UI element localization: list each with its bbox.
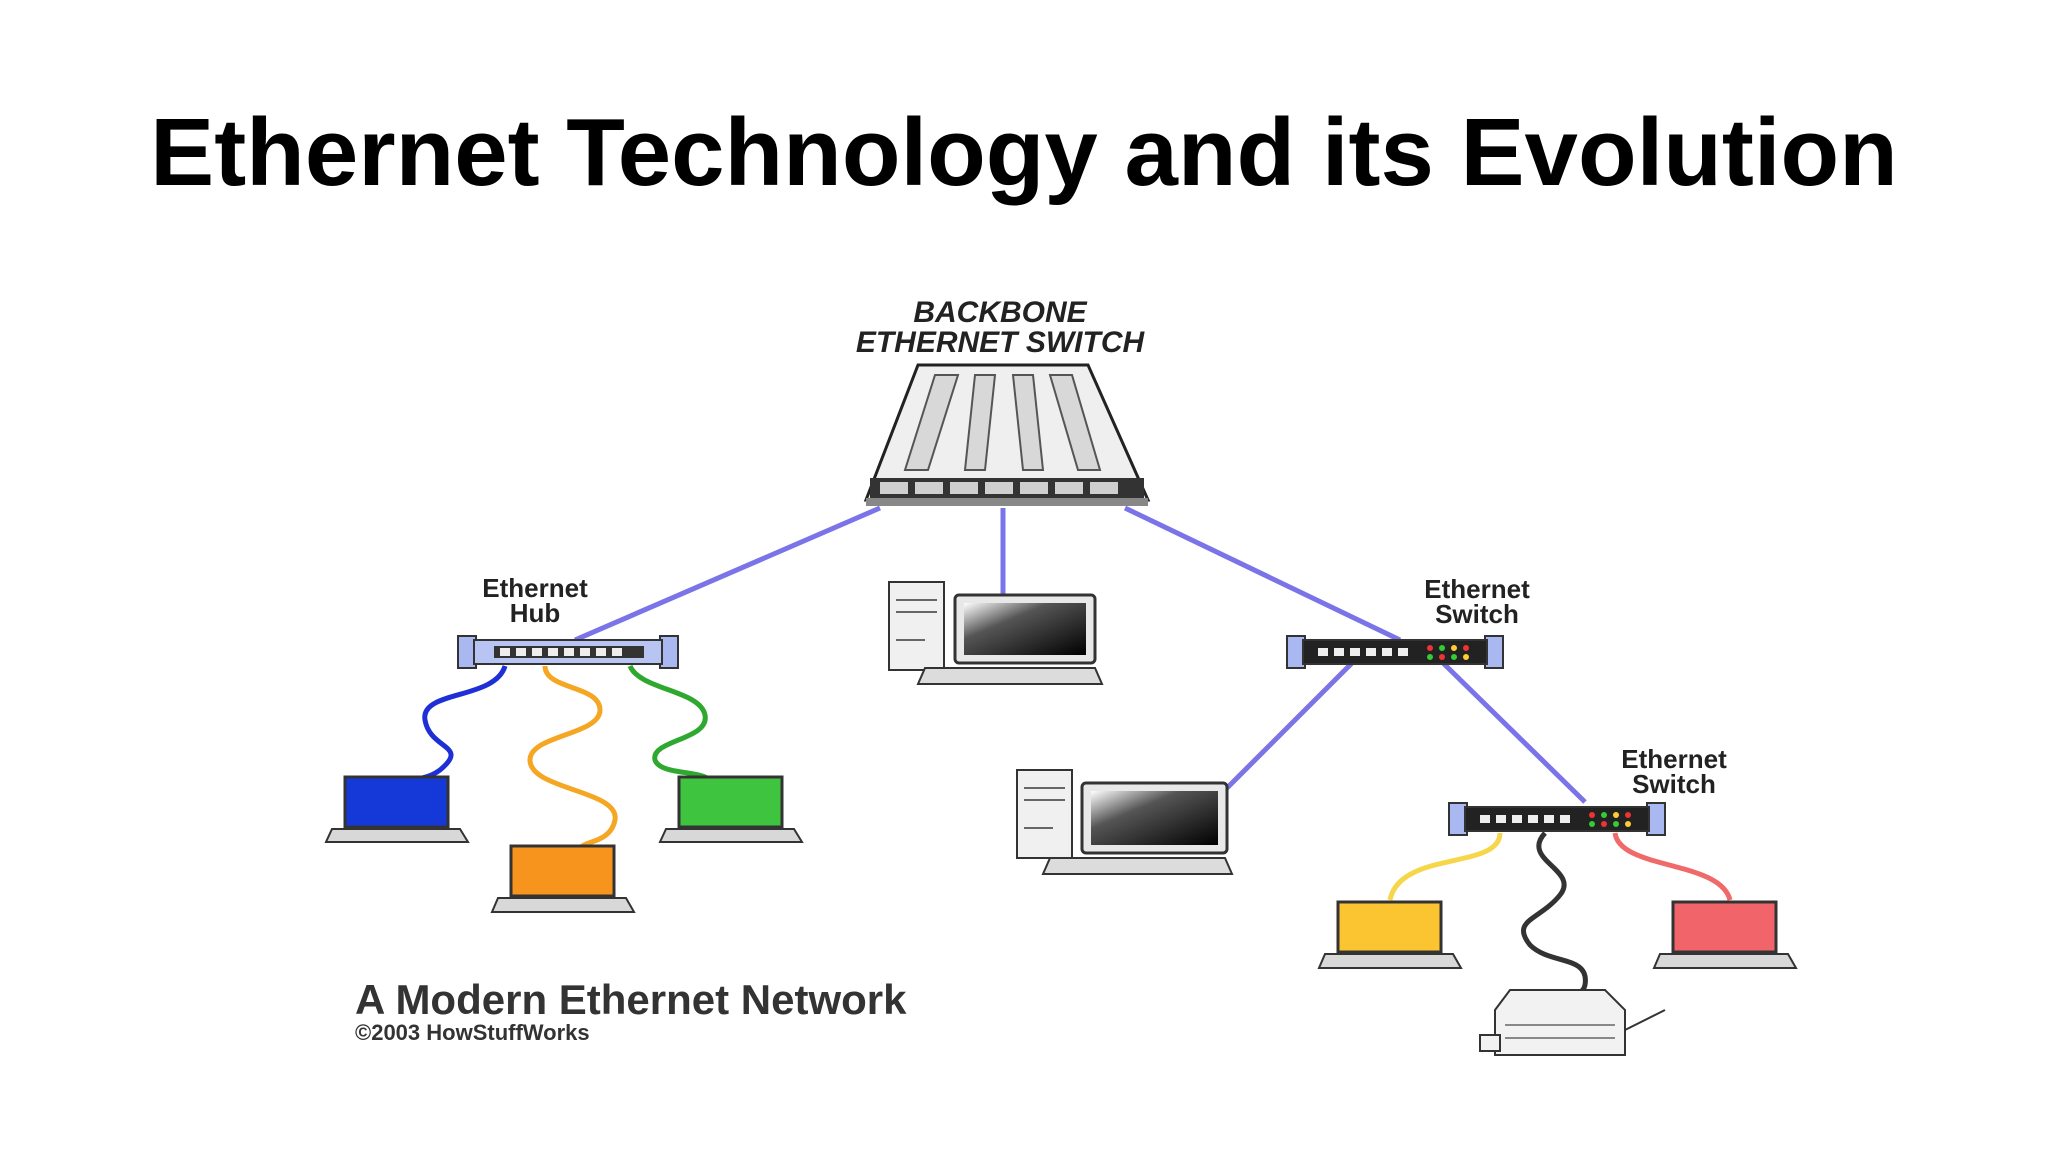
- printer-icon: [1479, 989, 1666, 1056]
- laptop-blue-icon: [324, 775, 470, 843]
- switch1-label-line2: Switch: [1435, 599, 1519, 629]
- link-backbone-hub: [574, 505, 881, 643]
- slide-title: Ethernet Technology and its Evolution: [150, 99, 1898, 206]
- ethernet-hub-icon: [457, 635, 679, 669]
- hub-label-line1: Ethernet: [482, 573, 588, 603]
- backbone-label-line1: BACKBONE: [913, 296, 1087, 329]
- link-backbone-switch: [1123, 505, 1402, 643]
- laptop-green-icon: [658, 775, 804, 843]
- switch1-label-line1: Ethernet: [1424, 574, 1530, 604]
- link-switch-switch: [1438, 658, 1587, 804]
- cable-red: [1612, 832, 1733, 901]
- cable-black: [1521, 831, 1588, 1001]
- switch2-label-line2: Switch: [1632, 769, 1716, 799]
- laptop-orange-icon: [490, 844, 636, 913]
- laptop-yellow-icon: [1317, 900, 1463, 969]
- cable-blue: [378, 664, 508, 788]
- switch2-label-line1: Ethernet: [1621, 744, 1727, 774]
- backbone-switch-icon: [863, 363, 1151, 506]
- diagram-caption: A Modern Ethernet Network: [355, 976, 907, 1023]
- backbone-label-line2: ETHERNET SWITCH: [856, 326, 1146, 359]
- desktop-pc-2-icon: [1016, 769, 1234, 875]
- link-switch-pc: [1218, 658, 1357, 797]
- desktop-pc-icon: [888, 581, 1104, 685]
- cable-orange: [527, 665, 618, 851]
- cable-green: [627, 664, 712, 783]
- cable-yellow: [1387, 832, 1503, 901]
- hub-label-line2: Hub: [510, 598, 561, 628]
- backbone-links: [574, 505, 1587, 804]
- ethernet-switch-1-icon: [1286, 635, 1504, 669]
- copyright-text: ©2003 HowStuffWorks: [355, 1020, 590, 1045]
- laptop-red-icon: [1652, 900, 1798, 969]
- ethernet-switch-2-icon: [1448, 802, 1666, 836]
